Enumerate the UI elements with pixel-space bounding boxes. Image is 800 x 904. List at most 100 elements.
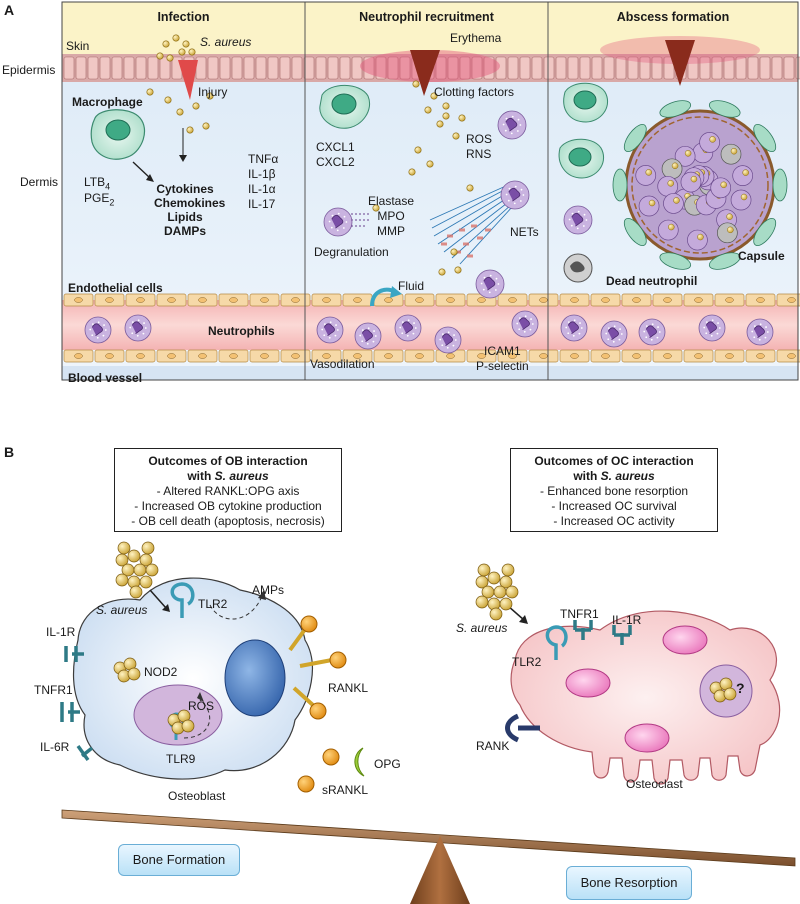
label-elastase: Elastase <box>368 194 415 208</box>
label-macrophage: Macrophage <box>72 95 143 109</box>
label-nets: NETs <box>510 225 539 239</box>
neutrophil-cell <box>560 314 588 342</box>
label-ob-ros: ROS <box>188 699 215 713</box>
label-ob-tnfr1: TNFR1 <box>34 683 73 697</box>
label-dead-neutrophil: Dead neutrophil <box>606 274 698 288</box>
chemokine-cxcl2: CXCL2 <box>316 155 355 169</box>
label-rns: RNS <box>466 147 492 161</box>
neutrophil-cell <box>500 180 530 210</box>
mediator-chemokines: Chemokines <box>154 196 226 210</box>
neutrophil-cell <box>600 320 628 348</box>
label-pge2: PGE2 <box>84 191 115 208</box>
ros-rns-list: ROS RNS <box>466 132 492 162</box>
cytokine-il1a: IL-1α <box>248 182 276 196</box>
neutrophil-cell <box>698 314 726 342</box>
label-question: ? <box>736 680 745 696</box>
ob-outcome-item: - OB cell death (apoptosis, necrosis) <box>131 514 325 528</box>
oc-outcome-item: - Enhanced bone resorption <box>539 484 689 498</box>
label-capsule: Capsule <box>738 249 785 263</box>
label-ros: ROS <box>466 132 493 146</box>
label-injury: Injury <box>198 85 228 99</box>
label-blood-vessel: Blood vessel <box>68 371 143 385</box>
bone-formation-label: Bone Formation <box>118 844 240 876</box>
oc-box-title: Outcomes of OC interaction <box>534 454 694 468</box>
granule-list: Elastase MPO MMP <box>368 194 414 239</box>
neutrophil-cell <box>475 269 505 299</box>
neutrophil-cell <box>563 205 593 235</box>
label-p-selectin: P-selectin <box>476 359 529 373</box>
label-ob-il1r: IL-1R <box>46 625 76 639</box>
neutrophil-cell <box>323 207 353 237</box>
chemokine-cxcl1: CXCL1 <box>316 140 355 154</box>
label-srankl: sRANKL <box>322 783 369 797</box>
panel-a-letter: A <box>4 2 15 18</box>
neutrophil-cell <box>316 316 344 344</box>
oc-box-subtitle: with S. aureus <box>573 469 655 483</box>
label-s-aureus-a: S. aureus <box>200 35 252 49</box>
label-oc-tnfr1: TNFR1 <box>560 607 599 621</box>
label-oc-tlr2: TLR2 <box>512 655 542 669</box>
title-abscess-formation: Abscess formation <box>616 10 730 24</box>
ob-box-subtitle: with S. aureus <box>187 469 269 483</box>
bone-resorption-label: Bone Resorption <box>566 866 692 900</box>
ob-outcome-item: - Increased OB cytokine production <box>134 499 322 513</box>
cytokine-list: TNFα IL-1β IL-1α IL-17 <box>248 152 278 212</box>
neutrophil-cell <box>434 326 462 354</box>
label-neutrophils: Neutrophils <box>208 324 275 338</box>
panel-b-letter: B <box>4 444 15 460</box>
label-mpo: MPO <box>377 209 405 223</box>
label-osteoblast: Osteoblast <box>168 789 226 803</box>
neutrophil-cell <box>354 322 382 350</box>
neutrophil-cell <box>84 316 112 344</box>
cytokine-il17: IL-17 <box>248 197 276 211</box>
label-oc-il1r: IL-1R <box>612 613 642 627</box>
title-infection: Infection <box>157 10 210 24</box>
chemokine-list: CXCL1 CXCL2 <box>316 140 355 170</box>
label-icam1: ICAM1 <box>484 344 521 358</box>
neutrophil-cell <box>124 314 152 342</box>
mediator-lipids: Lipids <box>167 210 203 224</box>
oc-outcomes-box: Outcomes of OC interaction with S. aureu… <box>510 448 718 532</box>
label-nod2: NOD2 <box>144 665 178 679</box>
epidermis-cells <box>63 56 800 80</box>
neutrophil-cell <box>638 318 666 346</box>
label-rank: RANK <box>476 739 510 753</box>
label-endothelial-cells: Endothelial cells <box>68 281 163 295</box>
mediator-list: Cytokines Chemokines Lipids DAMPs <box>154 182 226 238</box>
neutrophil-cell <box>746 318 774 346</box>
label-vasodilation: Vasodilation <box>310 357 375 371</box>
label-amps: AMPs <box>252 583 285 597</box>
ob-outcome-item: - Altered RANKL:OPG axis <box>156 484 300 498</box>
neutrophil-cell <box>511 310 539 338</box>
cytokine-il1b: IL-1β <box>248 167 276 181</box>
label-rankl: RANKL <box>328 681 369 695</box>
label-tlr9: TLR9 <box>166 752 196 766</box>
label-dermis: Dermis <box>20 175 58 189</box>
adhesion-list: ICAM1 P-selectin <box>476 344 529 374</box>
oc-outcome-item: - Increased OC activity <box>553 514 675 528</box>
label-degranulation: Degranulation <box>314 245 389 259</box>
label-opg: OPG <box>374 757 401 771</box>
mediator-cytokines: Cytokines <box>156 182 214 196</box>
label-ob-tlr2: TLR2 <box>198 597 228 611</box>
label-ltb4: LTB4 <box>84 175 111 192</box>
label-clotting-factors: Clotting factors <box>434 85 515 99</box>
ob-box-title: Outcomes of OB interaction <box>148 454 308 468</box>
label-epidermis: Epidermis <box>2 63 56 77</box>
label-il6r: IL-6R <box>40 740 70 754</box>
label-mmp: MMP <box>377 224 406 238</box>
mediator-damps: DAMPs <box>163 224 206 238</box>
title-neutrophil-recruitment: Neutrophil recruitment <box>359 10 494 24</box>
label-fluid: Fluid <box>398 279 425 293</box>
label-skin: Skin <box>66 39 90 53</box>
neutrophil-cell <box>497 110 527 140</box>
ob-outcomes-box: Outcomes of OB interaction with S. aureu… <box>114 448 342 532</box>
cytokine-tnfa: TNFα <box>248 152 279 166</box>
oc-outcome-item: - Increased OC survival <box>551 499 677 513</box>
neutrophil-cell <box>394 314 422 342</box>
label-erythema: Erythema <box>450 31 502 45</box>
label-oc-s-aureus: S. aureus <box>456 621 508 635</box>
label-osteoclast: Osteoclast <box>626 777 683 791</box>
label-ob-s-aureus: S. aureus <box>96 603 148 617</box>
